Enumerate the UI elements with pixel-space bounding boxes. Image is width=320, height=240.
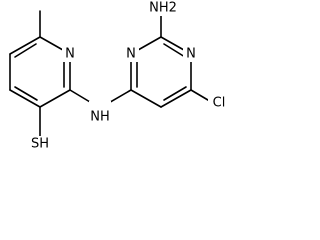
amine-label: NH2 (149, 1, 177, 16)
bond-pyr-c4-c3 (9, 89, 41, 108)
bond-pyr-c3-c2 (39, 89, 71, 108)
bond-pym-c2-n1-inner (163, 43, 186, 58)
chloro-label: Cl (213, 96, 226, 111)
bridge-nh-label: NH (90, 110, 110, 125)
chemical-structure: N N N NH SH NH2 Cl (9, 0, 226, 152)
thiol-label: SH (31, 137, 49, 152)
bond-pym-c6-c5-inner (163, 86, 187, 101)
bond-pyr-c4-c3-inner (14, 86, 38, 101)
bond-pym-c5-c4 (130, 89, 162, 108)
structure-canvas: N N N NH SH NH2 Cl (9, 0, 226, 152)
bond-pyr-c6-c5-inner (14, 43, 37, 58)
bond-pyr-c6-c5 (9, 36, 41, 55)
pyridine-n-label: N (65, 47, 75, 62)
bond-pym-c6-c5 (160, 89, 192, 108)
pyrimidine-n-top-label: N (186, 47, 196, 62)
pyrimidine-n-left-label: N (126, 47, 136, 62)
